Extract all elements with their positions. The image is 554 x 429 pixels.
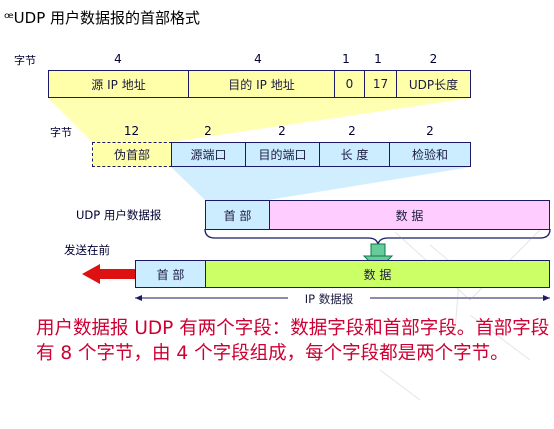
row1-count: 1 [374,52,382,66]
watermark [379,229,541,401]
ip-header-block: 首 部 [135,260,206,288]
pseudo-header-field: 伪首部 [92,142,172,167]
ip-span-arrow [135,295,550,301]
udp-header-block: 首 部 [205,200,270,230]
row1-count: 1 [342,52,350,66]
udp-data-block: 数 据 [269,200,550,230]
title-text: UDP 用户数据报的首部格式 [13,9,201,27]
row2-count: 2 [348,124,356,138]
page-title: ꟹUDP 用户数据报的首部格式 [4,7,200,28]
brace [204,228,551,247]
udp-datagram-label: UDP 用户数据报 [76,208,162,222]
header-projection [171,167,471,200]
protocol-field: 17 [364,70,397,98]
zero-field: 0 [334,70,365,98]
row2-count: 2 [278,124,286,138]
checksum-field: 检验和 [389,142,471,167]
row2-count: 2 [204,124,212,138]
pseudo-projection [48,98,471,142]
ip-datagram-label: IP 数据报 [304,292,354,306]
udp-length-field: UDP长度 [396,70,471,98]
src-port-field: 源端口 [171,142,246,167]
row2-count: 12 [123,124,140,138]
row2-count: 2 [426,124,434,138]
row1-count: 4 [114,52,122,66]
ip-data-block: 数 据 [205,260,550,288]
dst-ip-field: 目的 IP 地址 [188,70,335,98]
description-text: 用户数据报 UDP 有两个字段：数据字段和首部字段。首部字段有 8 个字节，由 … [36,318,550,364]
row1-byte-label: 字节 [14,54,36,67]
send-first-label: 发送在前 [64,243,110,257]
title-bullet: ꟹ [4,9,14,27]
src-ip-field: 源 IP 地址 [48,70,189,98]
row1-count: 4 [254,52,262,66]
dst-port-field: 目的端口 [245,142,320,167]
row1-count: 2 [429,52,438,66]
row2-byte-label: 字节 [50,126,72,139]
send-first-arrow-icon [82,264,135,284]
length-field: 长 度 [319,142,390,167]
